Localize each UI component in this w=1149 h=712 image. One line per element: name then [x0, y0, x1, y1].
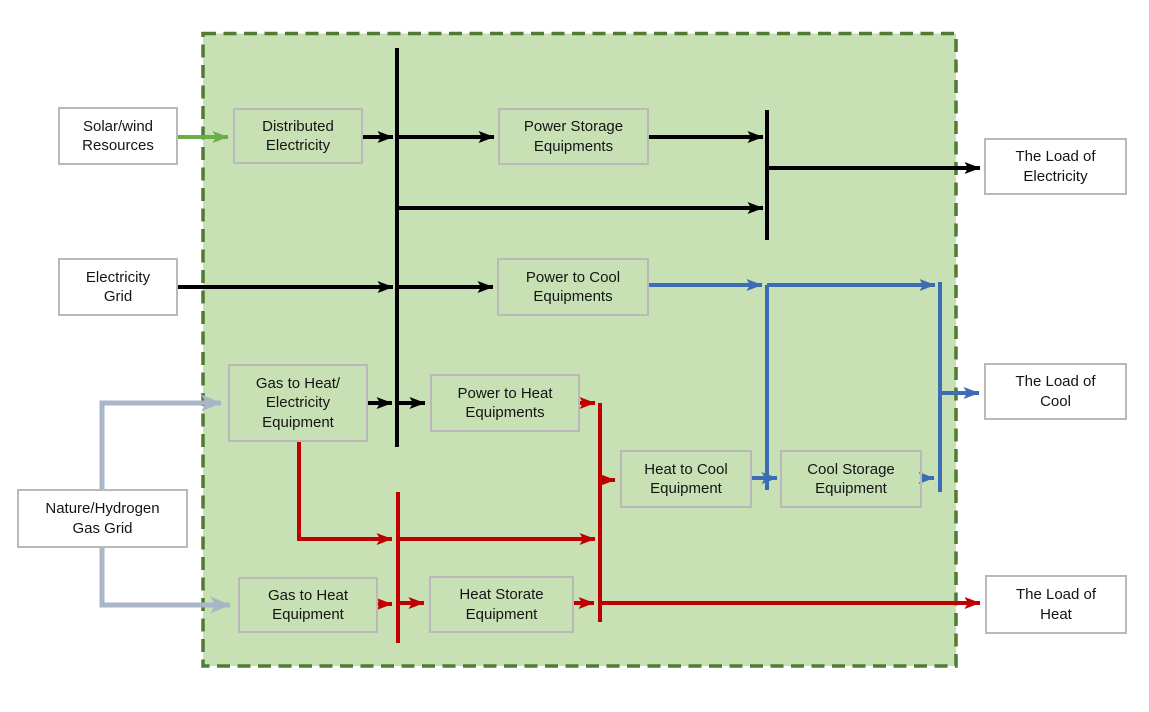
cool-flows: [649, 279, 980, 492]
node-load-heat: The Load of Heat: [985, 575, 1127, 634]
node-electricity-grid: Electricity Grid: [58, 258, 178, 316]
node-heat-storate: Heat Storate Equipment: [429, 576, 574, 633]
node-heat-to-cool: Heat to Cool Equipment: [620, 450, 752, 508]
node-gas-to-heat-electricity: Gas to Heat/ Electricity Equipment: [228, 364, 368, 442]
node-gas-grid: Nature/Hydrogen Gas Grid: [17, 489, 188, 548]
node-power-to-heat: Power to Heat Equipments: [430, 374, 580, 432]
gas-flows: [99, 394, 231, 614]
node-gas-to-heat: Gas to Heat Equipment: [238, 577, 378, 633]
node-load-cool: The Load of Cool: [984, 363, 1127, 420]
node-solar-wind-resources: Solar/wind Resources: [58, 107, 178, 165]
node-cool-storage: Cool Storage Equipment: [780, 450, 922, 508]
system-boundary-region: [201, 31, 958, 668]
node-power-storage: Power Storage Equipments: [498, 108, 649, 165]
node-load-electricity: The Load of Electricity: [984, 138, 1127, 195]
node-power-to-cool: Power to Cool Equipments: [497, 258, 649, 316]
node-distributed-electricity: Distributed Electricity: [233, 108, 363, 164]
electricity-flows: [178, 48, 981, 447]
heat-flows: [297, 397, 981, 643]
